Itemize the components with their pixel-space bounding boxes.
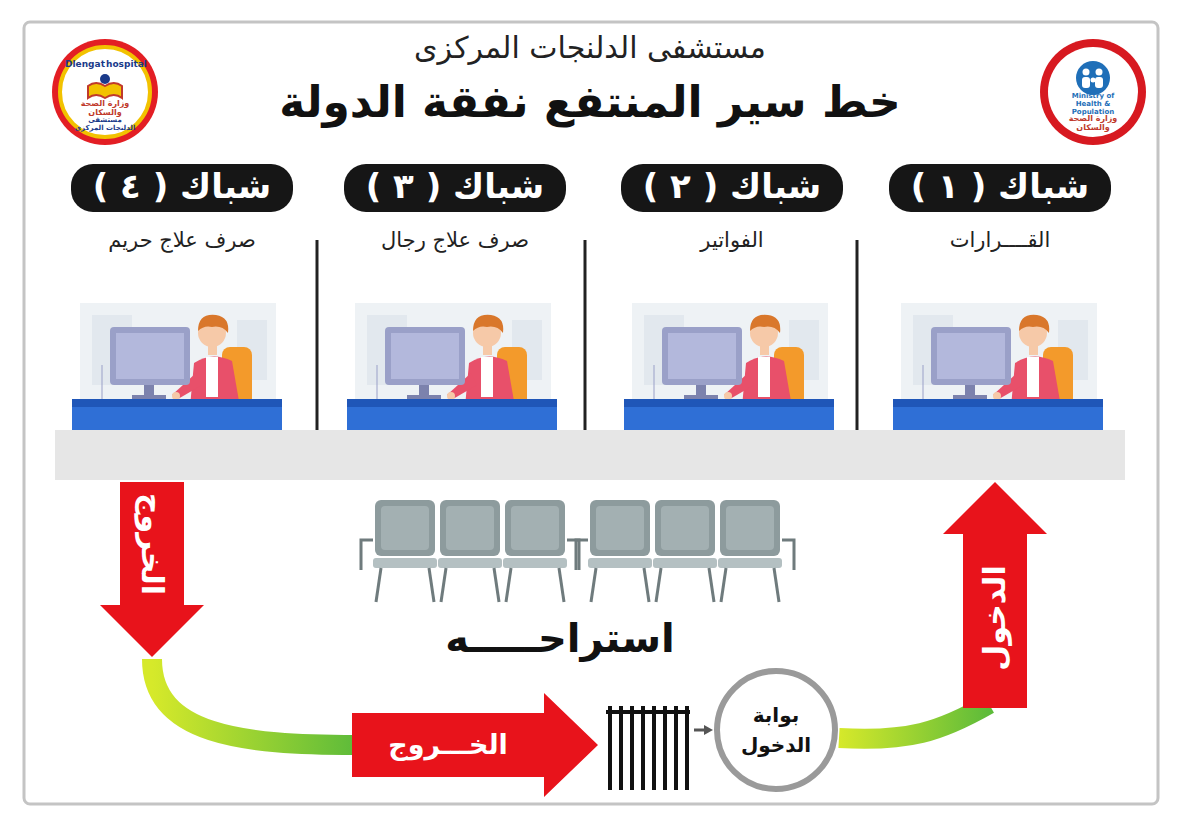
- seat-panel: [381, 506, 429, 550]
- seat-panel: [661, 506, 709, 550]
- gate-label: بوابة الدخول: [737, 700, 815, 760]
- seat: [588, 558, 652, 568]
- window-header: شباك ( ٤ ): [71, 164, 294, 212]
- logo-text: Ministry of Health & Population: [1058, 92, 1128, 116]
- seat-leg: [429, 568, 434, 602]
- page-title: خط سير المنتفع نفقة الدولة: [210, 77, 970, 128]
- seat-back: [505, 500, 565, 556]
- window-dividers: [317, 240, 857, 430]
- service-window: شباك ( ٣ ) صرف علاج رجال: [330, 160, 580, 480]
- service-window: شباك ( ٤ ) صرف علاج حريم: [57, 160, 307, 480]
- service-counter: [55, 430, 1125, 480]
- logo-text: وزارة الصحة والسكان: [65, 99, 145, 117]
- seat-leg: [709, 568, 714, 602]
- exit-arrow-down: [100, 482, 204, 657]
- seat-back: [655, 500, 715, 556]
- seat-leg: [774, 568, 779, 602]
- arrow-label: الخروج: [135, 492, 170, 594]
- waiting-area-label: استراحـــــه: [400, 615, 720, 661]
- service-window: شباك ( ١ ) القــــرارات: [875, 160, 1125, 480]
- seat-panel: [596, 506, 644, 550]
- turnstile-bar: [663, 706, 667, 790]
- armrest: [576, 540, 588, 570]
- turnstile-bar: [652, 706, 656, 790]
- seat-leg: [656, 568, 661, 602]
- arrow-label: الدخول: [978, 565, 1013, 670]
- page-frame: [24, 22, 1158, 804]
- hospital-name: مستشفى الدلنجات المركزى: [240, 31, 940, 66]
- logo-text: Dlengat: [65, 59, 105, 69]
- window-header: شباك ( ٢ ): [621, 164, 844, 212]
- entry-arrow: [943, 482, 1047, 708]
- turnstile-bar: [630, 706, 634, 790]
- seat: [373, 558, 437, 568]
- window-service: صرف علاج حريم: [57, 228, 307, 252]
- seat-back: [440, 500, 500, 556]
- exit-arrow-label: الخـــروج: [353, 729, 543, 760]
- flow-connector: [839, 482, 1047, 739]
- turnstile-bar: [685, 706, 689, 790]
- window-service: الفواتير: [607, 228, 857, 252]
- service-window: شباك ( ٢ ) الفواتير: [607, 160, 857, 480]
- seat-panel: [511, 506, 559, 550]
- seat-leg: [721, 568, 726, 602]
- waiting-seats: [361, 500, 794, 602]
- seat: [438, 558, 502, 568]
- seat-panel: [726, 506, 774, 550]
- window-header: شباك ( ٣ ): [344, 164, 567, 212]
- logo-text: مستشفى الدلنجات المركزى: [74, 116, 136, 132]
- window-service: القــــرارات: [875, 228, 1125, 252]
- seat-leg: [376, 568, 381, 602]
- entry-gate: بوابة الدخول: [714, 668, 838, 792]
- turnstile-bar: [608, 706, 612, 790]
- curved-arrow: [839, 704, 989, 739]
- seat-back: [720, 500, 780, 556]
- seat: [653, 558, 717, 568]
- logo-text: hospital: [106, 59, 146, 69]
- turnstile-bar: [619, 706, 623, 790]
- seat-leg: [441, 568, 446, 602]
- worker-illustrations: [72, 303, 1103, 430]
- turnstile-bar: [674, 706, 678, 790]
- turnstile-rail: [606, 710, 690, 714]
- exit-arrow-right: [352, 693, 598, 797]
- curved-arrow: [152, 659, 356, 745]
- turnstile-bar: [641, 706, 645, 790]
- seat-leg: [506, 568, 511, 602]
- seat-leg: [494, 568, 499, 602]
- ministry-logo: [1040, 39, 1146, 145]
- armrest: [782, 540, 794, 570]
- seat-leg: [559, 568, 564, 602]
- seat-leg: [644, 568, 649, 602]
- seat-leg: [591, 568, 596, 602]
- seat-back: [375, 500, 435, 556]
- window-header: شباك ( ١ ): [889, 164, 1112, 212]
- seat-panel: [446, 506, 494, 550]
- arrow-head: [704, 725, 713, 735]
- seat-back: [590, 500, 650, 556]
- seat: [503, 558, 567, 568]
- logo-text: وزارة الصحة والسكان: [1056, 114, 1130, 132]
- turnstile: [606, 706, 690, 790]
- armrest: [361, 540, 373, 570]
- window-service: صرف علاج رجال: [330, 228, 580, 252]
- hospital-logo: [52, 39, 158, 145]
- seat: [718, 558, 782, 568]
